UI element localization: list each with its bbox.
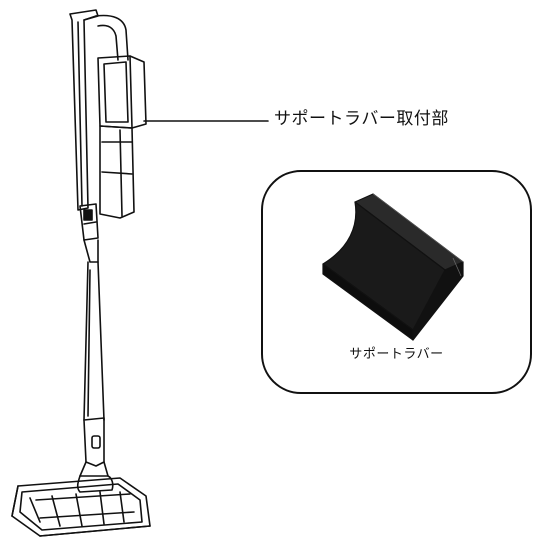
support-rubber-inset: サポートラバー — [261, 170, 532, 394]
support-rubber-mount-label: サポートラバー取付部 — [274, 109, 449, 129]
vacuum-battery-pack — [99, 125, 135, 219]
vacuum-body-unit — [97, 55, 147, 129]
vacuum-grip-switch — [79, 203, 99, 241]
vacuum-extension-pipe — [83, 239, 105, 421]
support-rubber-caption: サポートラバー — [349, 347, 444, 362]
vacuum-floor-head — [11, 477, 151, 537]
vacuum-handle-loop — [95, 14, 129, 61]
support-rubber-icon — [322, 193, 464, 341]
vacuum-handle — [69, 9, 99, 211]
